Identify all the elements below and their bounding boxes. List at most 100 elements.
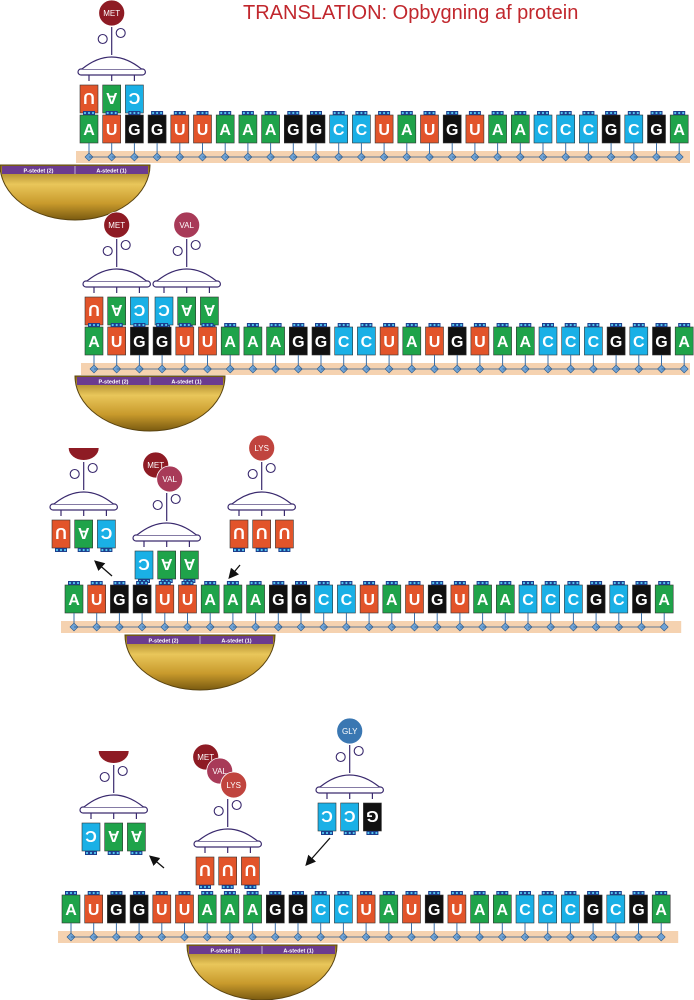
base-letter: U: [106, 122, 118, 139]
tab-dot: [116, 851, 119, 855]
mrna-base: C: [564, 581, 583, 614]
tab-dot: [644, 581, 647, 585]
trna-arm: [156, 268, 217, 282]
base-letter: G: [136, 592, 148, 609]
mrna-base: A: [651, 891, 671, 924]
a-site-label: A-stedet (1): [221, 639, 251, 645]
tab-dot: [92, 323, 96, 327]
tab-dot: [318, 111, 322, 115]
tab-dot: [520, 323, 523, 327]
trna-arm: [83, 794, 144, 808]
tab-dot: [678, 111, 681, 115]
tab-dot: [293, 323, 296, 327]
empty-amino-cap: [68, 448, 99, 461]
tab-dot: [85, 851, 89, 855]
tab-dot: [606, 111, 609, 115]
mrna-base: G: [632, 581, 651, 614]
tab-dot: [618, 891, 621, 895]
mrna-base: A: [266, 323, 285, 356]
tab-dot: [206, 891, 209, 895]
tab-dot: [156, 891, 159, 895]
mrna-base: C: [329, 111, 349, 144]
amino-acid-label: GLY: [342, 727, 358, 736]
base-letter: C: [633, 334, 645, 351]
mrna-base: A: [243, 323, 263, 356]
tab-dot: [319, 323, 323, 327]
tab-dot: [637, 323, 640, 327]
tab-dot: [278, 891, 281, 895]
tab-dot: [565, 323, 568, 327]
tab-dot: [65, 891, 69, 895]
tab-dot: [301, 323, 304, 327]
ribosome-2: P-stedet (2)A-stedet (1): [74, 375, 226, 432]
base-letter: U: [197, 122, 209, 139]
tab-dot: [636, 581, 639, 585]
tab-dot: [474, 891, 477, 895]
base-letter: C: [138, 555, 150, 572]
tab-dot: [361, 323, 364, 327]
trna-arm: [319, 774, 380, 788]
base-letter: G: [269, 902, 281, 919]
tab-dot: [436, 581, 439, 585]
tab-dot: [225, 323, 228, 327]
tab-dot: [68, 581, 72, 585]
tab-dot: [202, 323, 205, 327]
mrna-base: U: [155, 581, 175, 614]
mrna-base: U: [356, 891, 376, 924]
p-site-label: P-stedet (2): [99, 380, 129, 386]
tab-dot: [501, 323, 504, 327]
tab-dot: [628, 111, 631, 115]
tab-dot: [410, 323, 413, 327]
tab-dot: [245, 885, 248, 889]
mrna-base: U: [193, 111, 212, 144]
tab-dot: [519, 891, 523, 895]
tab-dot: [437, 323, 440, 327]
movement-arrow: [228, 564, 241, 579]
base-letter: C: [356, 122, 368, 139]
tab-dot: [187, 323, 190, 327]
tab-dot: [546, 891, 549, 895]
p-site-label: P-stedet (2): [149, 639, 179, 645]
anticodon-base: A: [180, 550, 199, 583]
tab-dot: [318, 581, 321, 585]
tab-dot: [664, 891, 667, 895]
mrna-base: A: [200, 581, 220, 614]
tab-dot: [297, 323, 300, 327]
tab-dot: [274, 323, 277, 327]
mrna-base: G: [427, 581, 447, 614]
tab-dot: [674, 111, 677, 115]
tab-dot: [682, 111, 685, 115]
base-letter: U: [159, 592, 171, 609]
tab-dot: [587, 111, 590, 115]
trna-arm: [136, 522, 197, 536]
tab-dot: [595, 581, 598, 585]
tab-dot: [659, 111, 662, 115]
tab-dot: [197, 111, 200, 115]
tab-dot: [129, 111, 132, 115]
trna-base-bar: [315, 786, 385, 794]
tab-dot: [114, 581, 117, 585]
trna-loop: [213, 805, 224, 817]
tab-dot: [323, 323, 327, 327]
tab-dot: [258, 581, 261, 585]
tab-dot: [292, 111, 295, 115]
tab-dot: [387, 111, 390, 115]
base-letter: A: [65, 902, 77, 919]
base-letter: A: [247, 334, 259, 351]
tab-dot: [341, 111, 344, 115]
p-site-label: P-stedet (2): [24, 169, 54, 175]
tab-dot: [592, 891, 595, 895]
tab-dot: [299, 581, 303, 585]
tab-dot: [338, 323, 341, 327]
tab-dot: [274, 891, 277, 895]
base-letter: C: [158, 301, 170, 318]
tab-dot: [139, 851, 142, 855]
tab-dot: [542, 891, 545, 895]
mrna-base: U: [425, 323, 444, 356]
anticodon-base: A: [74, 519, 93, 552]
base-letter: G: [590, 592, 602, 609]
tab-dot: [459, 891, 462, 895]
tab-dot: [342, 323, 345, 327]
